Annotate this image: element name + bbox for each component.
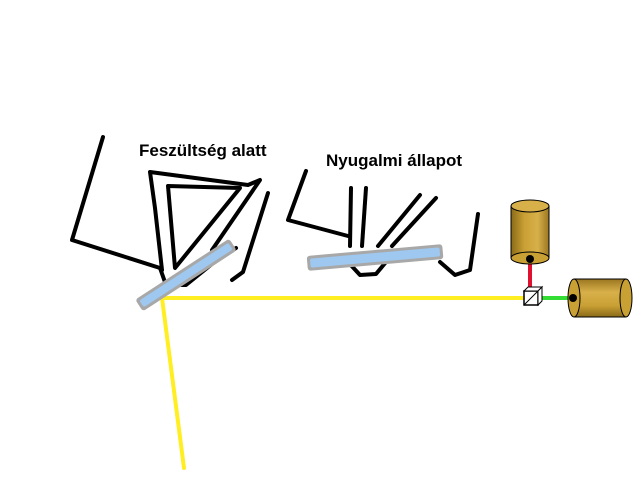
relaxed-holder-right (438, 212, 480, 277)
yellow-beam (160, 296, 532, 470)
stressed-holder-inner-frame (148, 170, 262, 272)
label-stressed: Feszültség alatt (139, 141, 267, 160)
laser-right-icon (567, 278, 633, 318)
mirror-relaxed (306, 244, 444, 271)
relaxed-holder-stem (348, 186, 353, 248)
beam-splitter-cube-icon (522, 285, 544, 307)
label-relaxed: Nyugalmi állapot (326, 151, 462, 170)
laser-top-icon (510, 199, 550, 265)
relaxed-holder-arm1 (376, 193, 422, 248)
mirror-stressed (136, 239, 236, 311)
relaxed-holder-arm2 (390, 196, 438, 248)
relaxed-holder-outer (286, 169, 350, 238)
relaxed-holder-base (346, 260, 388, 277)
mirror-stressed-glass (140, 243, 232, 307)
stressed-holder-tongue (166, 184, 242, 270)
relaxed-holder-stem2 (360, 186, 368, 248)
mirror-relaxed-glass (310, 247, 441, 268)
stressed-holder-right-arm (230, 191, 270, 282)
relaxed-holder (286, 169, 480, 277)
yellow-beam-reflected (160, 296, 186, 470)
